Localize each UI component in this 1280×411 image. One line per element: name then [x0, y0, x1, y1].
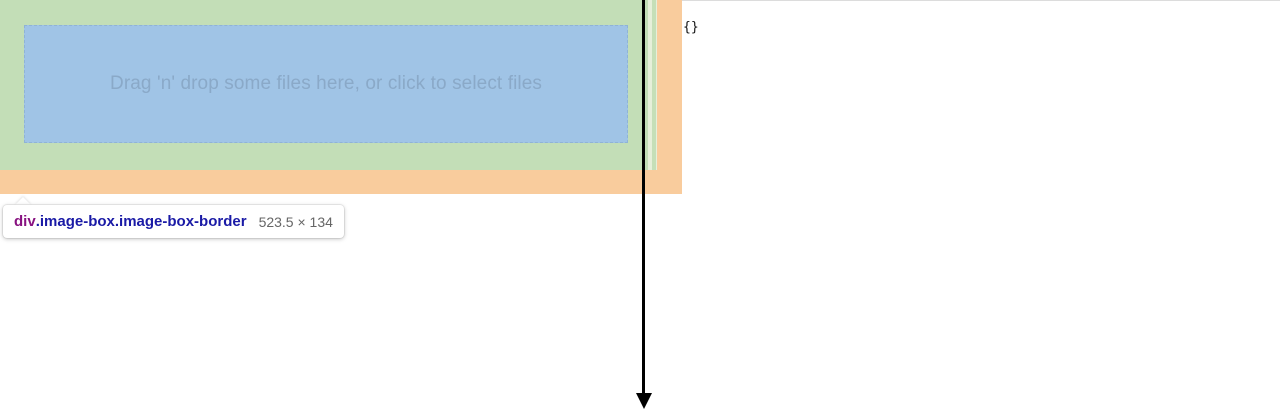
tooltip-dimensions: 523.5 × 134 [258, 213, 333, 230]
file-dropzone[interactable]: Drag 'n' drop some files here, or click … [24, 25, 628, 143]
highlight-padding-edge [652, 0, 656, 170]
down-arrow-head-icon [636, 393, 652, 409]
tooltip-tag-name: div [14, 213, 36, 230]
tooltip-caret-icon [15, 197, 31, 205]
element-inspector-tooltip: div.image-box.image-box-border 523.5 × 1… [3, 205, 344, 238]
code-output: {} [683, 20, 699, 35]
down-arrow-line [642, 0, 645, 396]
tooltip-class-list: .image-box.image-box-border [35, 213, 247, 230]
dropzone-instructions: Drag 'n' drop some files here, or click … [110, 73, 542, 94]
